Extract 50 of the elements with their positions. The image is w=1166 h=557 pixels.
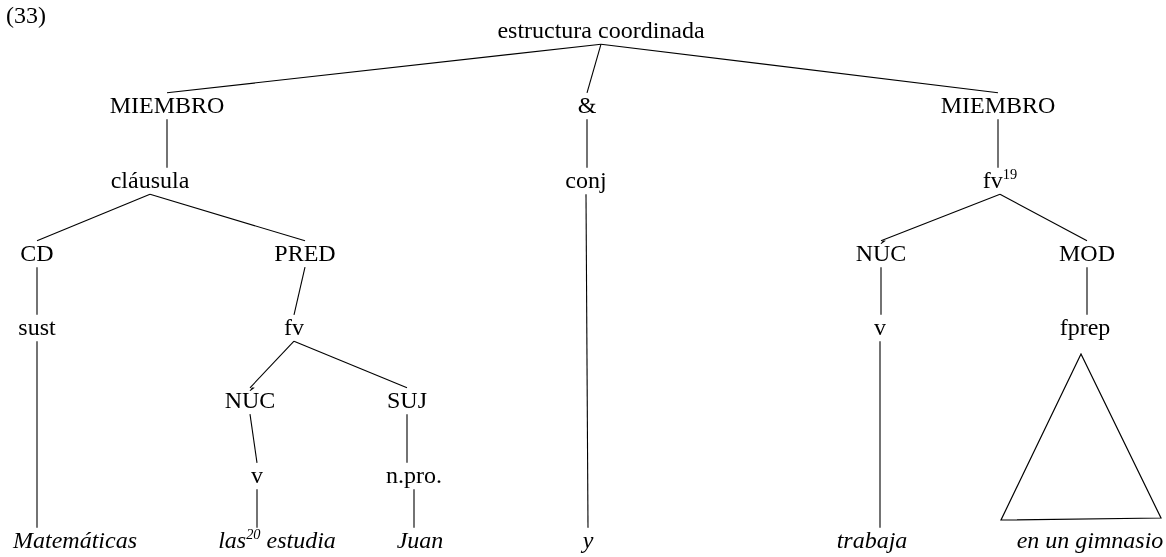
category-label: fv$^{19}$ (982, 166, 1018, 194)
tree-branch-line (249, 340, 295, 389)
category-label: v (251, 461, 263, 489)
word-label: en un gimnasio (1016, 526, 1164, 554)
tree-branch-line (586, 118, 588, 169)
tree-branch-line (293, 340, 408, 389)
tree-branch-line (36, 266, 38, 316)
word-label: y (582, 526, 594, 554)
tree-branch-line (166, 43, 602, 94)
category-label: cláusula (110, 166, 190, 194)
category-label: MIEMBRO (109, 91, 225, 119)
word-label: trabaja (836, 526, 908, 554)
tree-branch-line (586, 43, 602, 94)
tree-branch-line (413, 488, 415, 529)
tree-branch-line (249, 413, 258, 464)
tree-branch-line (406, 413, 408, 464)
word-label: Juan (396, 526, 444, 554)
category-label: NÚC (224, 386, 276, 414)
category-label: n.pro. (386, 461, 442, 489)
tree-branch-line (36, 340, 38, 529)
triangle-shape (1000, 353, 1162, 521)
tree-branch-line (600, 43, 999, 94)
word-label: Matemáticas (13, 526, 137, 554)
tree-branch-line (256, 488, 258, 529)
category-label: fprep (1059, 313, 1111, 341)
category-label: conj (565, 166, 607, 194)
tree-branch-line (585, 193, 589, 529)
category-label: fv (284, 313, 304, 341)
tree-branch-line (166, 118, 168, 169)
tree-branch-line (36, 193, 151, 242)
tree-branch-line (149, 193, 306, 242)
tree-branch-line (999, 193, 1088, 242)
word-label: las$^{20}$ estudia (218, 526, 336, 554)
category-label: v (874, 313, 886, 341)
tree-branch-line (879, 340, 881, 529)
tree-branch-line (880, 266, 882, 316)
category-label: CD (20, 239, 54, 267)
category-label: NÚC (855, 239, 907, 267)
tree-branch-line (1086, 266, 1088, 316)
category-label: PRED (274, 239, 336, 267)
category-label: estructura coordinada (497, 16, 705, 44)
example-number: (33) (6, 2, 46, 29)
category-label: MIEMBRO (940, 91, 1056, 119)
tree-branch-line (293, 266, 306, 316)
tree-branch-line (880, 193, 1001, 242)
category-label: & (577, 91, 597, 119)
tree-branch-line (997, 118, 999, 169)
category-label: SUJ (387, 386, 427, 414)
category-label: sust (18, 313, 56, 341)
category-label: MOD (1059, 239, 1115, 267)
